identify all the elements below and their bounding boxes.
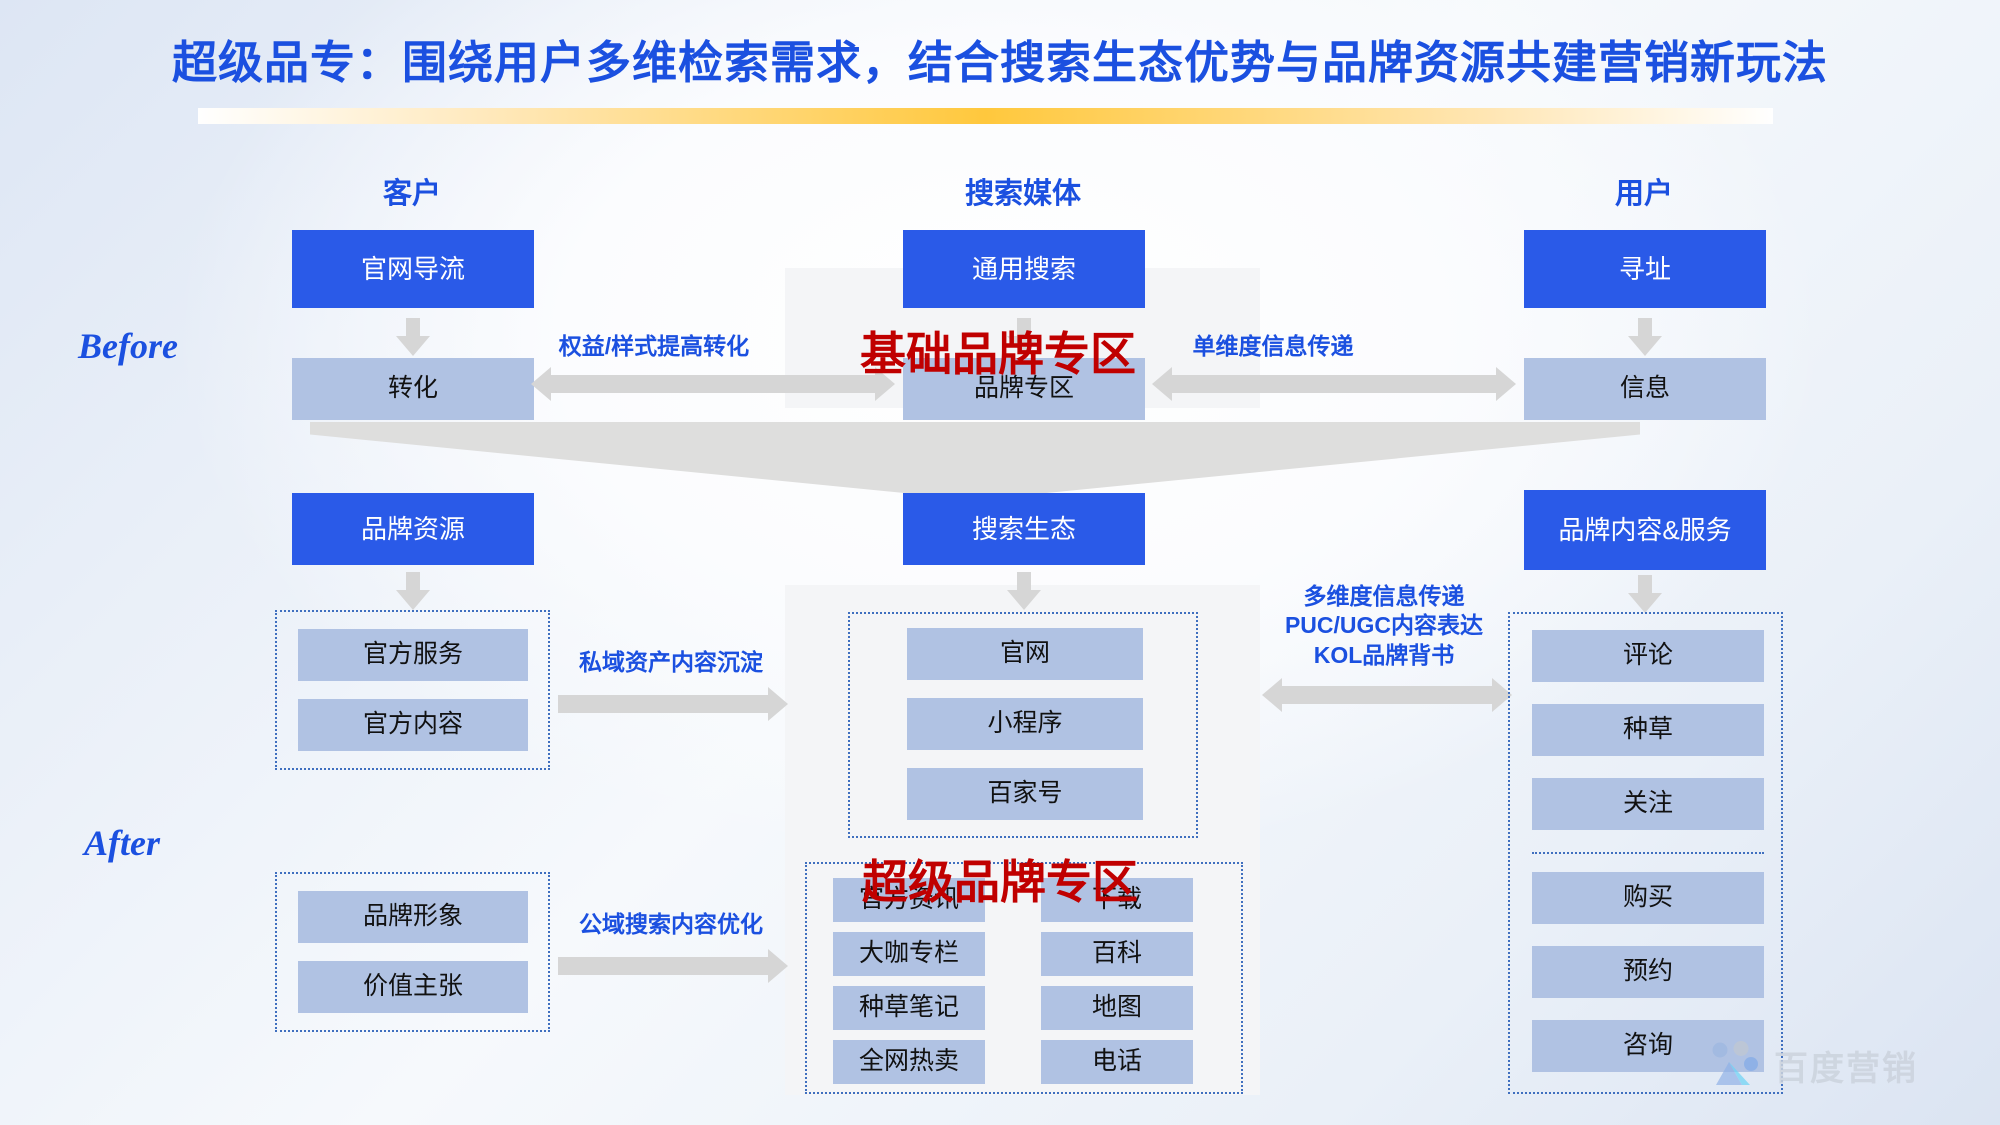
after-item-seeding[interactable]: 种草 (1532, 704, 1764, 756)
after-item-reservation[interactable]: 预约 (1532, 946, 1764, 998)
column-header-user: 用户 (1614, 178, 1673, 210)
after-box-brand-content-header[interactable]: 品牌内容&服务 (1524, 490, 1766, 570)
after-brand-content-divider (1532, 852, 1764, 854)
after-item-value-proposition[interactable]: 价值主张 (298, 961, 528, 1013)
after-item-download[interactable]: 下载 (1041, 878, 1193, 922)
after-brand-resource-group-a: 官方服务 官方内容 (275, 610, 550, 770)
stage-label-after: After (84, 823, 160, 863)
after-arrow-caption-private-domain: 私域资产内容沉淀 (579, 649, 763, 675)
after-item-baijiahao[interactable]: 百家号 (907, 768, 1143, 820)
after-item-phone[interactable]: 电话 (1041, 1040, 1193, 1084)
before-right-arrow-caption: 单维度信息传递 (1192, 333, 1354, 359)
watermark: 百度营销 (1710, 1040, 1918, 1091)
before-box-customer-bottom[interactable]: 转化 (292, 358, 534, 420)
after-search-eco-down-arrow-icon (1007, 572, 1041, 610)
after-search-eco-top-group: 官网 小程序 百家号 (848, 612, 1198, 838)
after-item-official-content[interactable]: 官方内容 (298, 699, 528, 751)
column-header-media: 搜索媒体 (964, 178, 1081, 210)
transition-chevron-icon (310, 422, 1640, 500)
after-item-brand-image[interactable]: 品牌形象 (298, 891, 528, 943)
before-box-media-bottom[interactable]: 品牌专区 (903, 358, 1145, 420)
overlay-label-basic-brand-zone: 基础品牌专区 (860, 327, 1136, 381)
after-right-double-arrow-icon (1262, 678, 1512, 712)
before-left-double-arrow-icon (531, 367, 895, 401)
stage-label-before: Before (78, 326, 178, 366)
after-box-search-eco-header[interactable]: 搜索生态 (903, 493, 1145, 565)
after-brand-content-group: 评论 种草 关注 购买 预约 咨询 (1508, 612, 1783, 1094)
before-box-customer-top[interactable]: 官网导流 (292, 230, 534, 308)
before-right-double-arrow-icon (1152, 367, 1516, 401)
after-item-expert-column[interactable]: 大咖专栏 (833, 932, 985, 976)
column-header-customer: 客户 (382, 178, 441, 210)
after-item-hot-sale[interactable]: 全网热卖 (833, 1040, 985, 1084)
watermark-text: 百度营销 (1774, 1050, 1918, 1088)
after-arrow-public-domain-icon (558, 949, 788, 983)
before-customer-down-arrow-icon (396, 318, 430, 356)
after-item-review[interactable]: 评论 (1532, 630, 1764, 682)
after-item-official-site[interactable]: 官网 (907, 628, 1143, 680)
after-item-seeding-notes[interactable]: 种草笔记 (833, 986, 985, 1030)
after-arrow-private-domain-icon (558, 687, 788, 721)
page-title: 超级品专：围绕用户多维检索需求，结合搜索生态优势与品牌资源共建营销新玩法 (171, 37, 1828, 88)
before-media-down-arrow-icon (1007, 318, 1041, 356)
after-item-purchase[interactable]: 购买 (1532, 872, 1764, 924)
after-right-arrow-caption: 多维度信息传递 PUC/UGC内容表达 KOL品牌背书 (1284, 583, 1484, 668)
after-item-mini-program[interactable]: 小程序 (907, 698, 1143, 750)
after-brand-resource-group-b: 品牌形象 价值主张 (275, 872, 550, 1032)
before-left-arrow-caption: 权益/样式提高转化 (558, 333, 750, 359)
after-item-official-service[interactable]: 官方服务 (298, 629, 528, 681)
after-item-map[interactable]: 地图 (1041, 986, 1193, 1030)
after-search-eco-grid-group: 官方资讯 大咖专栏 种草笔记 全网热卖 下载 百科 地图 电话 (805, 862, 1243, 1094)
before-box-user-bottom[interactable]: 信息 (1524, 358, 1766, 420)
title-underline-bar (198, 108, 1773, 124)
after-brand-resource-down-arrow-icon (396, 572, 430, 610)
baidu-paw-logo-icon (1710, 1040, 1764, 1091)
after-arrow-caption-public-domain: 公域搜索内容优化 (579, 911, 763, 937)
after-box-brand-resource-header[interactable]: 品牌资源 (292, 493, 534, 565)
overlay-label-super-brand-zone: 超级品牌专区 (862, 855, 1138, 909)
before-box-user-top[interactable]: 寻址 (1524, 230, 1766, 308)
after-item-encyclopedia[interactable]: 百科 (1041, 932, 1193, 976)
after-item-official-news[interactable]: 官方资讯 (833, 878, 985, 922)
after-item-follow[interactable]: 关注 (1532, 778, 1764, 830)
before-user-down-arrow-icon (1628, 318, 1662, 356)
before-box-media-top[interactable]: 通用搜索 (903, 230, 1145, 308)
after-brand-content-down-arrow-icon (1628, 575, 1662, 613)
